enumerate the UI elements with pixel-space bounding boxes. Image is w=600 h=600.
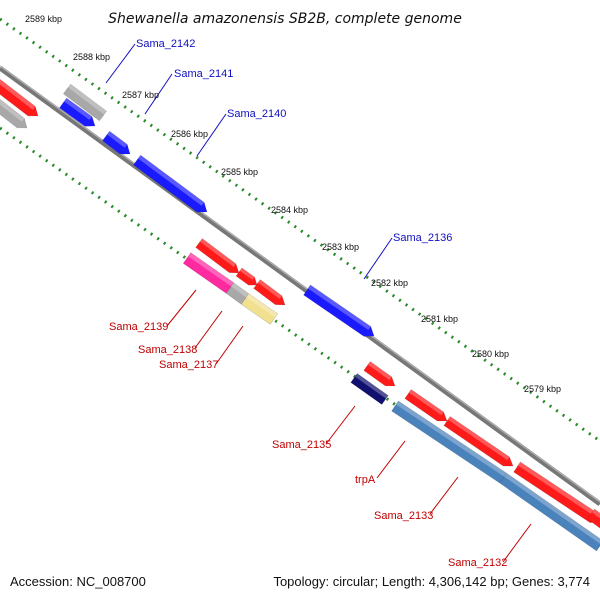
kbp-label: 2582 kbp — [371, 278, 408, 288]
feature-red-2[interactable] — [235, 267, 260, 289]
outer-tick-track — [0, 17, 600, 443]
gene-label[interactable]: Sama_2136 — [393, 232, 452, 244]
feature-sama-2141b[interactable] — [101, 130, 133, 159]
label-pointer-line — [144, 73, 173, 115]
kbp-label: 2581 kbp — [421, 314, 458, 324]
gene-label[interactable]: Sama_2140 — [227, 108, 286, 120]
label-pointer-line — [325, 405, 356, 445]
kbp-label: 2583 kbp — [322, 242, 359, 252]
gene-label[interactable]: Sama_2142 — [136, 38, 195, 50]
genome-backbone — [0, 65, 600, 507]
feature-sama-2142[interactable] — [62, 83, 108, 122]
kbp-label: 2585 kbp — [221, 167, 258, 177]
label-pointers — [105, 43, 532, 563]
genome-backbone-highlight — [0, 65, 600, 503]
feature-trpA[interactable] — [391, 400, 507, 484]
feature-sama-2137[interactable] — [240, 293, 279, 325]
kbp-label: 2580 kbp — [472, 349, 509, 359]
feature-grey-edge[interactable] — [0, 97, 31, 132]
kbp-label: 2587 kbp — [122, 90, 159, 100]
kbp-label: 2589 kbp — [25, 14, 62, 24]
feature-sama-2133[interactable] — [499, 472, 600, 552]
kbp-label: 2584 kbp — [271, 205, 308, 215]
feature-sama-2140[interactable] — [133, 154, 210, 217]
kbp-label: 2588 kbp — [73, 52, 110, 62]
accession-text: Accession: NC_008700 — [10, 574, 146, 589]
feature-red-1[interactable] — [195, 238, 243, 278]
gene-label[interactable]: Sama_2137 — [159, 359, 218, 371]
label-pointer-line — [363, 237, 393, 280]
gene-label[interactable]: Sama_2138 — [138, 344, 197, 356]
label-pointer-line — [194, 310, 223, 349]
feature-sama-2135[interactable] — [350, 373, 389, 405]
label-pointer-line — [502, 523, 532, 563]
label-pointer-line — [166, 289, 197, 327]
feature-red-5[interactable] — [404, 389, 450, 425]
feature-red-3[interactable] — [253, 279, 289, 310]
gene-label[interactable]: trpA — [355, 474, 376, 486]
gene-label[interactable]: Sama_2135 — [272, 439, 331, 451]
feature-red-6[interactable] — [443, 416, 516, 470]
gene-label[interactable]: Sama_2139 — [109, 321, 168, 333]
kbp-label: 2579 kbp — [524, 384, 561, 394]
label-pointer-line — [105, 43, 136, 84]
label-pointer-line — [376, 440, 406, 479]
feature-sama-2136[interactable] — [303, 284, 378, 341]
gene-label[interactable]: Sama_2132 — [448, 557, 507, 569]
label-pointer-line — [196, 113, 227, 157]
gene-features — [0, 77, 600, 552]
kbp-labels: 2589 kbp 2588 kbp 2587 kbp 2586 kbp 2585 kbp… — [25, 14, 561, 394]
gene-labels: Sama_2142Sama_2141Sama_2140Sama_2136Sama… — [109, 38, 507, 569]
gene-label[interactable]: Sama_2141 — [174, 68, 233, 80]
label-pointer-line — [215, 325, 244, 365]
feature-sama-2141[interactable] — [59, 97, 98, 131]
feature-red-4[interactable] — [363, 361, 398, 391]
feature-sama-2138[interactable] — [225, 282, 250, 305]
genome-summary-text: Topology: circular; Length: 4,306,142 bp… — [273, 574, 590, 589]
gene-label[interactable]: Sama_2133 — [374, 510, 433, 522]
kbp-label: 2586 kbp — [171, 129, 208, 139]
map-title: Shewanella amazonensis SB2B, complete ge… — [108, 11, 462, 27]
feature-red-edge[interactable] — [0, 77, 42, 121]
label-pointer-line — [429, 476, 459, 515]
